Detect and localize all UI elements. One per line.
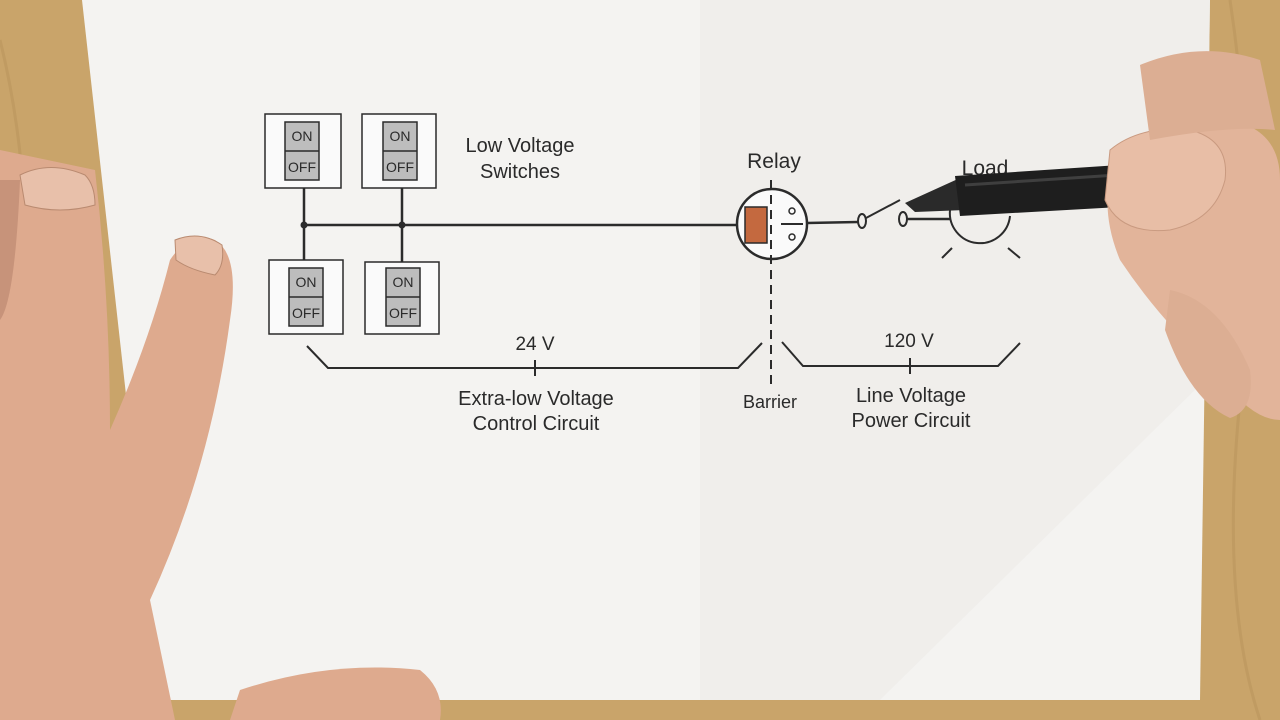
hand-icon <box>0 150 441 720</box>
switch-on-label: ON <box>390 128 411 144</box>
switches-label-line1: Low Voltage <box>466 135 575 157</box>
switch-icon: ON OFF <box>361 113 437 189</box>
switch-icon: ON OFF <box>268 259 344 335</box>
switch-on-label: ON <box>296 274 317 290</box>
switch-icon: ON OFF <box>364 261 440 335</box>
voltage-high-label: 120 V <box>884 331 934 352</box>
control-circuit-line1: Extra-low Voltage <box>458 388 614 410</box>
switch-off-label: OFF <box>292 305 320 321</box>
power-circuit-line1: Line Voltage <box>856 385 966 407</box>
barrier-label: Barrier <box>743 392 797 412</box>
switch-icon: ON OFF <box>264 113 342 189</box>
circuit-diagram: ON OFF ON OFF ON OFF ON OFF Low Voltage … <box>264 113 1021 435</box>
switch-off-label: OFF <box>386 159 414 175</box>
switch-off-label: OFF <box>389 305 417 321</box>
switch-off-label: OFF <box>288 159 316 175</box>
power-circuit-line2: Power Circuit <box>852 410 971 432</box>
hand-icon <box>1104 51 1280 420</box>
voltage-low-label: 24 V <box>515 334 554 355</box>
control-circuit-line2: Control Circuit <box>473 413 600 435</box>
switch-on-label: ON <box>393 274 414 290</box>
switch-on-label: ON <box>292 128 313 144</box>
power-bracket <box>781 341 1021 367</box>
control-bracket <box>306 342 763 369</box>
relay-label: Relay <box>747 150 801 173</box>
switches-label-line2: Switches <box>480 161 560 183</box>
